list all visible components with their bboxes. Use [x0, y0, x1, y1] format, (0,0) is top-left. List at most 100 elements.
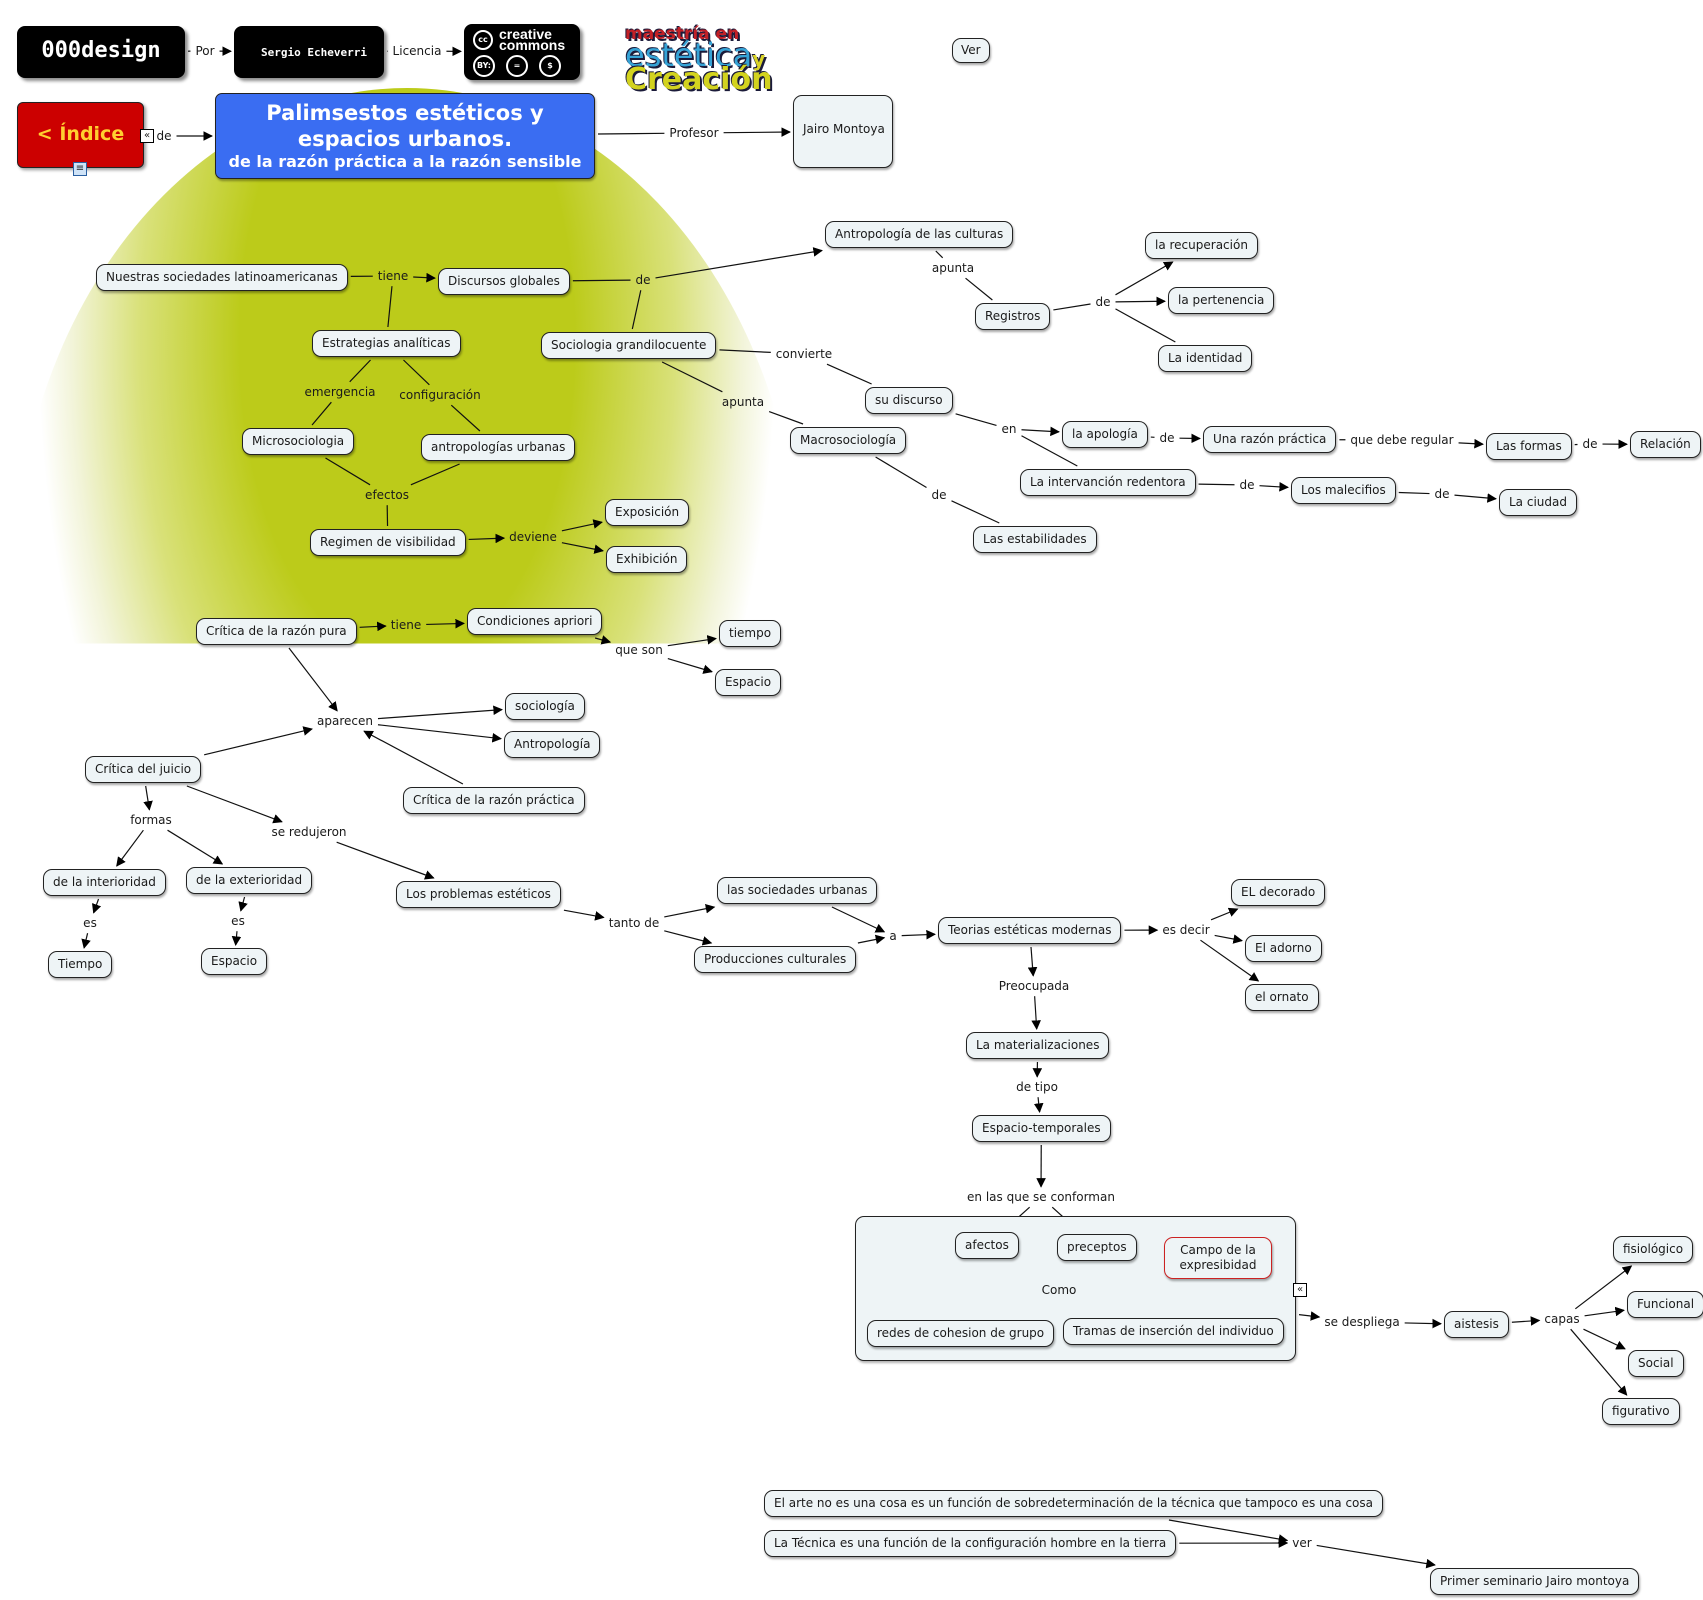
edge-l-tantode-n-socurb: [664, 903, 716, 918]
concept-preceptos[interactable]: preceptos: [1057, 1234, 1137, 1261]
edge-l-detipo-n-esptemp: [1033, 1097, 1044, 1113]
concept-registros[interactable]: Registros: [975, 303, 1051, 330]
concept-problemas-esteticos[interactable]: Los problemas estéticos: [396, 881, 561, 908]
link-configuracion: configuración: [399, 387, 481, 402]
collapse-icon[interactable]: «: [140, 129, 154, 143]
concept-el-ornato[interactable]: el ornato: [1245, 984, 1319, 1011]
link-que-debe-regular: que debe regular: [1350, 432, 1454, 447]
edge-l-capas-n-funcion: [1584, 1306, 1625, 1317]
concept-microsociologia[interactable]: Microsociologia: [242, 428, 355, 455]
concept-critica-juicio[interactable]: Crítica del juicio: [85, 756, 202, 783]
link-de: de: [1095, 294, 1111, 309]
concept-la-recuperacion[interactable]: la recuperación: [1145, 232, 1258, 259]
concept-espacio-exterior[interactable]: Espacio: [201, 948, 268, 975]
concept-de-la-exterioridad[interactable]: de la exterioridad: [186, 867, 313, 894]
concept-afectos[interactable]: afectos: [955, 1232, 1019, 1259]
chevron-left-icon: <: [36, 123, 53, 145]
edge-n-socurb-l-a: [831, 906, 886, 933]
concept-antropologia[interactable]: Antropología: [504, 731, 601, 758]
link-que-son: que son: [615, 642, 663, 657]
edge-l-capas-n-fisio: [1574, 1265, 1633, 1310]
edge-l-capas-n-social: [1583, 1328, 1626, 1350]
concept-las-formas[interactable]: Las formas: [1486, 433, 1572, 460]
concept-exhibicion[interactable]: Exhibición: [606, 546, 688, 573]
concept-sociologia[interactable]: sociología: [505, 693, 585, 720]
concept-la-pertenencia[interactable]: la pertenencia: [1168, 287, 1275, 314]
concept-primer-seminario[interactable]: Primer seminario Jairo montoya: [1430, 1568, 1640, 1595]
concept-campo-expresibidad[interactable]: Campo de la expresibidad: [1164, 1237, 1272, 1279]
concept-relacion[interactable]: Relación: [1630, 431, 1701, 458]
concept-producciones-culturales[interactable]: Producciones culturales: [694, 946, 857, 973]
concept-su-discurso[interactable]: su discurso: [865, 387, 953, 414]
edge-l-aparecen-n-antrop: [377, 724, 502, 743]
map-title: Palimsestos estéticos y espacios urbanos…: [215, 93, 595, 179]
concept-los-malecifios[interactable]: Los malecifios: [1291, 477, 1396, 504]
concept-redes-cohesion[interactable]: redes de cohesion de grupo: [867, 1320, 1055, 1347]
concept-antropologias-urbanas[interactable]: antropologías urbanas: [421, 434, 576, 461]
concept-teorias-esteticas[interactable]: Teorias estéticas modernas: [938, 917, 1122, 944]
concept-tiempo[interactable]: tiempo: [719, 620, 782, 647]
concept-regimen-visibilidad[interactable]: Regimen de visibilidad: [310, 529, 466, 556]
concept-las-estabilidades[interactable]: Las estabilidades: [973, 526, 1097, 553]
concept-sociedades-urbanas[interactable]: las sociedades urbanas: [717, 877, 878, 904]
concept-la-ciudad[interactable]: La ciudad: [1499, 489, 1577, 516]
concept-exposicion[interactable]: Exposición: [605, 499, 690, 526]
edge-l-a-n-teorias: [901, 929, 936, 940]
document-icon[interactable]: ≡: [73, 162, 87, 176]
edge-l-deinterv-n-malec: [1259, 482, 1289, 492]
concept-estrategias-analiticas[interactable]: Estrategias analíticas: [312, 330, 461, 357]
concept-jairo-montoya[interactable]: Jairo Montoya: [793, 95, 893, 168]
concept-materializaciones[interactable]: La materializaciones: [966, 1032, 1110, 1059]
concept-tramas-insercion[interactable]: Tramas de inserción del individuo: [1063, 1318, 1284, 1345]
concept-antropologia-culturas[interactable]: Antropología de las culturas: [825, 221, 1014, 248]
concept-la-identidad[interactable]: La identidad: [1158, 345, 1253, 372]
concept-critica-razon-practica[interactable]: Crítica de la razón práctica: [403, 787, 585, 814]
edge-n-crprac-l-aparecen: [363, 730, 464, 785]
concept-fisiologico[interactable]: fisiológico: [1613, 1236, 1694, 1263]
link-convierte: convierte: [775, 346, 833, 361]
edge-n-crjuicio-l-formas: [143, 785, 153, 811]
concept-condiciones-apriori[interactable]: Condiciones apriori: [467, 608, 603, 635]
concept-la-apologia[interactable]: la apología: [1062, 421, 1148, 448]
concept-social[interactable]: Social: [1628, 1350, 1684, 1377]
concept-el-adorno[interactable]: El adorno: [1245, 935, 1322, 962]
logo-line2-suffix: y: [752, 47, 766, 71]
concept-nuestras-sociedades[interactable]: Nuestras sociedades latinoamericanas: [96, 264, 348, 291]
edge-n-problemas-l-tantode: [563, 909, 605, 921]
edge-l-prof-n-jairo: [723, 127, 791, 137]
cc-title-line1: creative: [499, 26, 552, 42]
link-emergencia: emergencia: [304, 384, 376, 399]
concept-la-tecnica[interactable]: La Técnica es una función de la configur…: [764, 1530, 1177, 1557]
edge-n-registros-l-dereg: [1053, 303, 1091, 311]
concept-el-decorado[interactable]: EL decorado: [1231, 879, 1326, 906]
link-por: Por: [195, 43, 215, 58]
collapse-icon[interactable]: «: [1293, 1283, 1307, 1297]
link-de: de: [635, 272, 651, 287]
concept-sociologia-grandilocuente[interactable]: Sociologia grandilocuente: [541, 332, 717, 359]
concept-tiempo-interior[interactable]: Tiempo: [48, 951, 113, 978]
concept-el-arte[interactable]: El arte no es una cosa es un función de …: [764, 1490, 1383, 1517]
brand-000design[interactable]: 000design: [17, 26, 185, 78]
concept-discursos-globales[interactable]: Discursos globales: [438, 268, 570, 295]
concept-aistesis[interactable]: aistesis: [1444, 1311, 1509, 1338]
concept-figurativo[interactable]: figurativo: [1602, 1398, 1680, 1425]
link-deviene: deviene: [509, 529, 557, 544]
concept-funcional[interactable]: Funcional: [1627, 1291, 1703, 1318]
edge-n-macro-l-demacro: [875, 456, 927, 489]
edge-l-esdecir-n-decor: [1210, 907, 1239, 921]
link-licencia: Licencia: [392, 43, 442, 58]
concept-una-razon-practica[interactable]: Una razón práctica: [1203, 426, 1337, 453]
ver-button[interactable]: Ver: [952, 38, 990, 63]
author-node[interactable]: Sergio Echeverri: [234, 26, 384, 78]
concept-critica-razon-pura[interactable]: Crítica de la razón pura: [196, 618, 357, 645]
concept-macrosociologia[interactable]: Macrosociología: [790, 427, 907, 454]
concept-de-la-interioridad[interactable]: de la interioridad: [43, 869, 166, 896]
concept-intervencion-redentora[interactable]: La intervanción redentora: [1020, 469, 1196, 496]
edge-n-interior-l-es1: [91, 898, 102, 914]
edge-n-arte-l-ver: [1168, 1519, 1289, 1544]
title-line2: espacios urbanos.: [297, 127, 513, 151]
concept-espacio-temporales[interactable]: Espacio-temporales: [972, 1115, 1111, 1142]
index-button[interactable]: < Índice: [17, 102, 144, 168]
concept-espacio[interactable]: Espacio: [715, 669, 782, 696]
